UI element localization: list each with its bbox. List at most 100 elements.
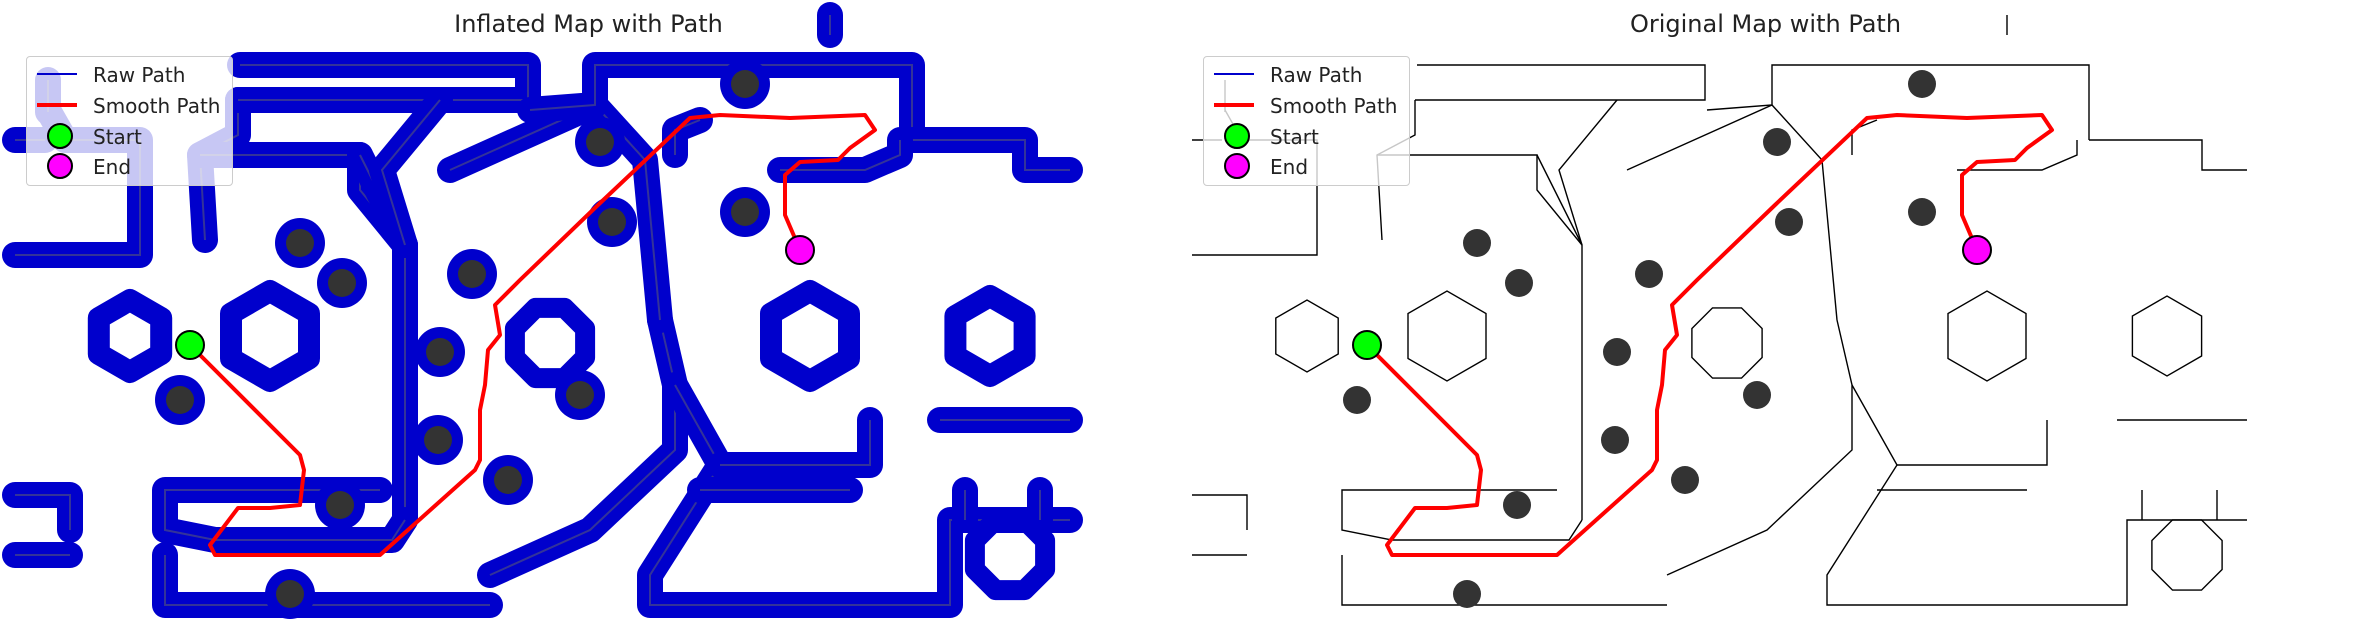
wall-core bbox=[912, 139, 1070, 171]
wall bbox=[1626, 104, 1838, 321]
legend-item-raw-path: Raw Path bbox=[27, 61, 232, 87]
wall bbox=[1558, 99, 1618, 246]
inflated-hexagon-obstacle bbox=[87, 289, 173, 383]
pillar-obstacle bbox=[566, 381, 594, 409]
pillar-obstacle bbox=[598, 208, 626, 236]
legend-label-start: Start bbox=[1270, 125, 1319, 149]
legend-label-smooth-path: Smooth Path bbox=[1270, 94, 1398, 118]
inflated-hexagon-obstacle bbox=[220, 280, 320, 392]
wall bbox=[1826, 384, 2247, 606]
raw-path-line bbox=[1366, 114, 2054, 556]
original-map-panel: Original Map with Path Raw Path Smooth P… bbox=[1177, 0, 2354, 639]
legend-item-smooth-path: Smooth Path bbox=[27, 92, 232, 118]
hexagon-obstacle bbox=[1407, 290, 1487, 382]
wall-core bbox=[529, 64, 913, 140]
wall bbox=[1666, 319, 1853, 576]
pillar-obstacle bbox=[1775, 208, 1803, 236]
wall bbox=[1851, 119, 1878, 155]
pillar-obstacle bbox=[1601, 426, 1629, 454]
legend-inflated: Raw Path Smooth Path Start End bbox=[26, 56, 233, 186]
end-marker-swatch bbox=[47, 153, 73, 179]
start-marker-swatch bbox=[47, 123, 73, 149]
wall-core bbox=[164, 555, 490, 606]
smooth-path-swatch bbox=[37, 103, 77, 107]
wall bbox=[1192, 494, 1248, 530]
start-marker bbox=[175, 330, 205, 360]
legend-original: Raw Path Smooth Path Start End bbox=[1203, 56, 1410, 186]
panel-title-inflated: Inflated Map with Path bbox=[454, 10, 723, 38]
pillar-obstacle bbox=[1453, 580, 1481, 608]
pillar-obstacle bbox=[458, 260, 486, 288]
start-marker-swatch bbox=[1224, 123, 1250, 149]
legend-item-smooth-path: Smooth Path bbox=[1204, 92, 1409, 118]
pillar-obstacle bbox=[1908, 198, 1936, 226]
wall-core bbox=[200, 154, 406, 520]
end-marker bbox=[1962, 235, 1992, 265]
wall-core bbox=[780, 140, 901, 171]
wall-core bbox=[238, 64, 529, 101]
pillar-obstacle bbox=[286, 229, 314, 257]
pillar-obstacle bbox=[1503, 491, 1531, 519]
smooth-path-line bbox=[188, 113, 877, 557]
map-layer bbox=[2, 2, 1083, 619]
pillar-obstacle bbox=[731, 70, 759, 98]
pillar-obstacle bbox=[1763, 128, 1791, 156]
inflated-wall bbox=[225, 52, 541, 113]
hexagon-obstacle bbox=[1275, 299, 1339, 373]
pillar-obstacle bbox=[1671, 466, 1699, 494]
pillar-obstacle bbox=[1635, 260, 1663, 288]
legend-label-start: Start bbox=[93, 125, 142, 149]
pillar-obstacle bbox=[1603, 338, 1631, 366]
inflated-wall bbox=[2, 482, 83, 543]
wall bbox=[1957, 140, 2078, 171]
legend-label-end: End bbox=[93, 155, 132, 179]
wall bbox=[1536, 154, 1583, 246]
wall bbox=[1415, 64, 1706, 101]
inflated-wall bbox=[152, 542, 503, 618]
wall-core bbox=[164, 489, 406, 541]
pillar-obstacle bbox=[166, 386, 194, 414]
hexagon-obstacle bbox=[2131, 295, 2203, 377]
pillar-obstacle bbox=[1908, 70, 1936, 98]
legend-label-end: End bbox=[1270, 155, 1309, 179]
pillar-obstacle bbox=[1743, 381, 1771, 409]
legend-item-end: End bbox=[1204, 153, 1409, 179]
inflated-octagon-obstacle bbox=[504, 297, 596, 389]
original-map-plot bbox=[1192, 15, 2247, 608]
legend-label-raw-path: Raw Path bbox=[1270, 63, 1363, 87]
legend-item-raw-path: Raw Path bbox=[1204, 61, 1409, 87]
raw-path-swatch bbox=[37, 73, 77, 75]
smooth-path-swatch bbox=[1214, 103, 1254, 107]
octagon-obstacle bbox=[2151, 519, 2223, 591]
inflated-wall bbox=[899, 127, 1083, 183]
panel-title-original: Original Map with Path bbox=[1629, 10, 1902, 38]
legend-label-raw-path: Raw Path bbox=[93, 63, 186, 87]
pillar-obstacle bbox=[494, 466, 522, 494]
pillar-obstacle bbox=[1463, 229, 1491, 257]
raw-path-swatch bbox=[1214, 73, 1254, 75]
inflated-wall bbox=[707, 407, 883, 478]
inflated-wall bbox=[369, 87, 453, 258]
pillar-obstacle bbox=[586, 128, 614, 156]
legend-label-smooth-path: Smooth Path bbox=[93, 94, 221, 118]
pillar-obstacle bbox=[731, 198, 759, 226]
wall bbox=[1706, 64, 2090, 140]
map-layer bbox=[1192, 15, 2247, 608]
octagon-obstacle bbox=[1691, 307, 1763, 379]
legend-item-end: End bbox=[27, 153, 232, 179]
pillar-obstacle bbox=[328, 269, 356, 297]
inflated-hexagon-obstacle bbox=[760, 280, 860, 392]
inflated-octagon-obstacle bbox=[964, 509, 1056, 601]
end-marker-swatch bbox=[1224, 153, 1250, 179]
pillar-obstacle bbox=[276, 580, 304, 608]
inflated-hexagon-obstacle bbox=[944, 285, 1036, 387]
wall bbox=[1341, 489, 1583, 541]
pillar-obstacle bbox=[424, 426, 452, 454]
legend-item-start: Start bbox=[1204, 123, 1409, 149]
legend-item-start: Start bbox=[27, 123, 232, 149]
wall-core bbox=[489, 319, 676, 576]
inflated-map-panel: Inflated Map with Path Raw Path Smooth P… bbox=[2, 2, 1083, 619]
end-marker bbox=[785, 235, 815, 265]
start-marker bbox=[1352, 330, 1382, 360]
wall bbox=[1377, 154, 1583, 520]
